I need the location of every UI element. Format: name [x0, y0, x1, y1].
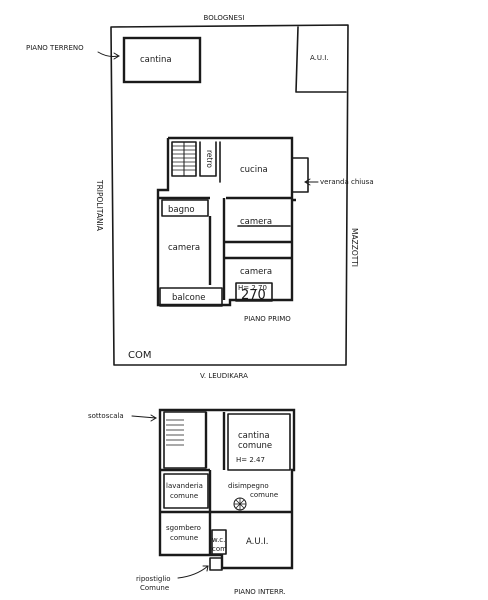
lot-boundary	[110, 24, 349, 366]
disimpegno-label-1: disimpegno	[228, 482, 269, 490]
balcone-area	[159, 287, 223, 307]
height-note-upper: H= 2.70	[238, 284, 267, 292]
lavanderia-room	[163, 473, 209, 509]
lavanderia-label-2: comune	[170, 492, 198, 500]
first-floor-label: PIANO PRIMO	[244, 315, 291, 323]
aui-area-top	[295, 26, 347, 93]
disimpegno-label-2: comune	[250, 491, 278, 499]
sottoscala-label: sottoscala	[88, 412, 124, 420]
aui-label-top: A.U.I.	[310, 54, 329, 62]
veranda-room	[291, 157, 309, 193]
wc-label-1: w.c.	[212, 536, 225, 544]
balcone-label: balcone	[172, 293, 205, 303]
ripostiglio-label-1: ripostiglio	[136, 575, 171, 583]
basement-plan: sottoscala cantina comune H= 2.47 lavand…	[88, 408, 296, 596]
cantina-comune-room	[227, 413, 291, 471]
height-big-number: 270	[241, 288, 266, 303]
cantina-comune-label-2: comune	[238, 441, 272, 451]
ground-floor-label: PIANO TERRENO	[26, 44, 84, 52]
upper-site-plan: BOLOGNESI V. LEUDIKARA TRIPOLITANIA MAZZ…	[26, 14, 374, 380]
veranda-label: veranda chiusa	[320, 178, 374, 186]
camera-mid-label: camera	[240, 217, 272, 227]
cantina-label: cantina	[140, 55, 172, 65]
ground-floor-leader	[97, 51, 119, 57]
lavanderia-label-1: lavanderia	[166, 482, 203, 490]
ripostiglio-label-2: Comune	[140, 584, 169, 592]
basement-outer-wall	[158, 408, 296, 570]
stairwell-basement-steps	[166, 419, 184, 446]
camera-bottom-label: camera	[240, 267, 272, 277]
retro-room	[199, 141, 217, 177]
aui-label-bottom: A.U.I.	[246, 537, 269, 547]
street-label-left: TRIPOLITANIA	[95, 179, 104, 232]
bagno-room	[161, 199, 209, 217]
wc-room	[211, 529, 227, 555]
street-label-bottom: V. LEUDIKARA	[200, 372, 248, 380]
camera-left-label: camera	[168, 243, 200, 253]
first-floor-apartment: retro cucina veranda chiusa bagno camera	[156, 136, 374, 307]
bagno-label: bagno	[168, 205, 195, 215]
apartment-outer-wall	[156, 136, 296, 307]
basement-floor-label: PIANO INTERR.	[234, 588, 286, 596]
stairwell	[171, 141, 197, 177]
sgombero-label-1: sgombero	[166, 524, 201, 532]
street-label-top: BOLOGNESI	[204, 14, 245, 22]
sgombero-label-2: comune	[170, 534, 198, 542]
retro-label: retro	[205, 150, 214, 168]
height-note-basement: H= 2.47	[236, 456, 265, 464]
street-label-right: MAZZOTTI	[350, 228, 359, 267]
wc-label-2: com	[212, 545, 227, 553]
height-box	[235, 282, 273, 302]
cucina-label: cucina	[240, 165, 268, 175]
com-stamp: COM	[128, 350, 151, 361]
cantina-comune-label-1: cantina	[238, 431, 270, 441]
ripostiglio-room	[209, 557, 223, 571]
